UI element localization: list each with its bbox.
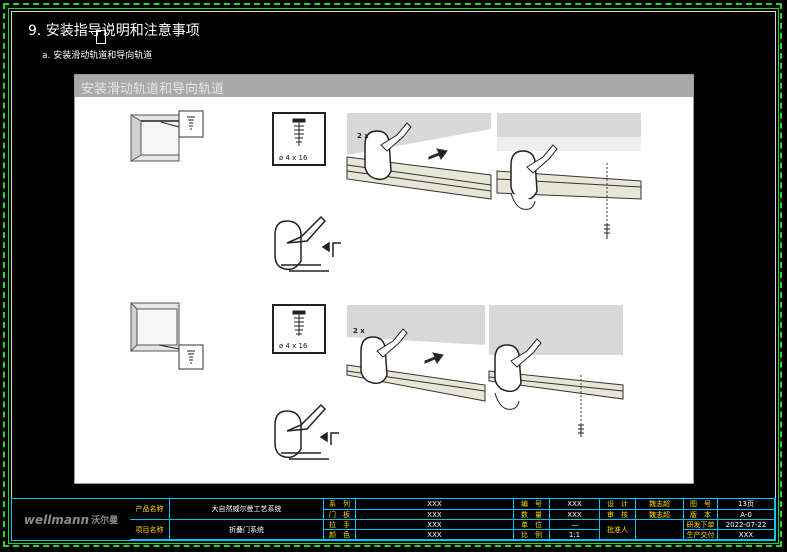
door-panel-value: XXX — [356, 510, 514, 520]
panel-header-text: 安装滑动轨道和导向轨道 — [81, 82, 225, 97]
project-name-value: 折叠门系统 — [170, 520, 324, 540]
outer-frame — [3, 3, 782, 547]
unit-value: — — [550, 520, 600, 530]
screw-spec-box-1 — [272, 112, 326, 166]
logo-cn: 沃尔曼 — [91, 516, 119, 526]
brand-logo: wellmann 沃尔曼 — [12, 499, 130, 540]
inner-frame — [8, 8, 779, 544]
version-value: A-0 — [718, 510, 775, 520]
number-value: XXX — [550, 499, 600, 510]
quantity-value: XXX — [550, 510, 600, 520]
handle-value: XXX — [356, 520, 514, 530]
rail-install-step-d — [488, 305, 624, 437]
count-label-1: 2 x — [357, 132, 369, 140]
color-value: XXX — [356, 530, 514, 540]
instruction-illustration: ø 4 x 16 2 x — [130, 110, 642, 460]
cabinet-top-mount-illustration — [130, 110, 204, 162]
drawing-no-value: 13页 — [718, 499, 775, 510]
section-subtitle: a. 安装滑动轨道和导向轨道 — [42, 51, 153, 61]
rail-install-step-c — [346, 305, 486, 402]
quantity-label: 数 量 — [514, 510, 550, 520]
product-name-label: 产品名称 — [130, 499, 170, 520]
delivery-value: XXX — [718, 530, 775, 540]
reviewer-value: 魏志超 — [636, 510, 684, 520]
approver-value — [636, 520, 684, 540]
project-name-label: 项目名称 — [130, 520, 170, 540]
reviewer-label: 审 核 — [600, 510, 636, 520]
door-panel-label: 门 板 — [324, 510, 356, 520]
series-label: 系 列 — [324, 499, 356, 510]
scale-label: 比 例 — [514, 530, 550, 540]
designer-value: 魏志超 — [636, 499, 684, 510]
logo-text: wellmann — [23, 512, 90, 527]
rail-install-step-a — [346, 113, 492, 200]
cursor-marker — [96, 30, 106, 44]
series-value: XXX — [356, 499, 514, 510]
rail-install-step-b — [496, 113, 642, 239]
instruction-panel: 安装滑动轨道和导向轨道 ø 4 x 16 — [74, 74, 694, 484]
screw-label-2: ø 4 x 16 — [279, 342, 308, 350]
product-name-value: 大自然威尔曼工艺系统 — [170, 499, 324, 520]
designer-label: 设 计 — [600, 499, 636, 510]
scale-value: 1:1 — [550, 530, 600, 540]
title-block: wellmann 沃尔曼 产品名称 大自然威尔曼工艺系统 项目名称 折叠门系统 … — [11, 498, 776, 541]
drawing-no-label: 图 号 — [684, 499, 718, 510]
delivery-label: 生产交付 — [684, 530, 718, 540]
cabinet-side-mount-illustration — [130, 301, 204, 370]
clip-detail-2 — [274, 403, 339, 460]
approver-label: 批准人 — [600, 520, 636, 540]
color-label: 颜 色 — [324, 530, 356, 540]
handle-label: 拉 手 — [324, 520, 356, 530]
count-label-2: 2 x — [353, 327, 365, 335]
rd-order-label: 研发下单 — [684, 520, 718, 530]
screw-spec-box-2 — [272, 304, 326, 354]
number-label: 编 号 — [514, 499, 550, 510]
version-label: 版 本 — [684, 510, 718, 520]
section-title: 9. 安装指导说明和注意事项 — [28, 23, 200, 39]
unit-label: 单 位 — [514, 520, 550, 530]
screw-label-1: ø 4 x 16 — [279, 154, 308, 162]
clip-detail-1 — [274, 215, 341, 272]
rd-order-value: 2022-07-22 — [718, 520, 775, 530]
panel-header: 安装滑动轨道和导向轨道 — [75, 75, 693, 97]
